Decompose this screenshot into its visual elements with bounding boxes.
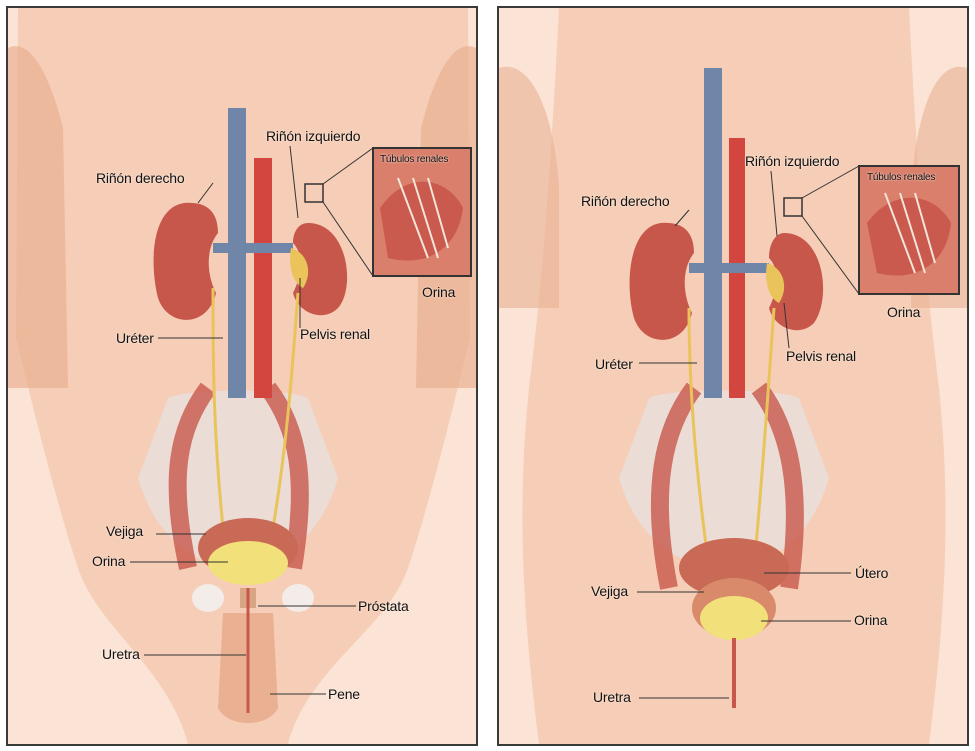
male-label-penis: Pene [328,686,360,702]
female-label-renal-pelvis: Pelvis renal [786,348,856,364]
male-label-renal-pelvis: Pelvis renal [300,326,370,342]
female-renal-vein [689,263,769,273]
male-label-urethra: Uretra [102,646,140,662]
male-right-kidney [154,203,218,320]
female-label-uterus: Útero [855,565,888,581]
male-label-left-kidney: Riñón izquierdo [266,128,360,144]
female-urinary-panel: Riñón izquierdo Riñón derecho Túbulos re… [497,6,969,746]
male-aorta [254,158,272,398]
male-anatomy-illustration [8,8,476,744]
male-urinary-panel: Riñón izquierdo Riñón derecho Túbulos re… [6,6,478,746]
male-label-urine-top: Orina [422,284,455,300]
male-femur-head-right [282,584,314,612]
female-urine [700,596,768,640]
male-urine [208,541,288,585]
female-label-bladder: Vejiga [591,583,628,599]
female-right-kidney [630,223,694,340]
female-label-urine-top: Orina [887,304,920,320]
female-label-urethra: Uretra [593,689,631,705]
male-femur-head-left [192,584,224,612]
female-label-urine: Orina [854,612,887,628]
male-label-ureter: Uréter [116,330,154,346]
male-label-urine: Orina [92,553,125,569]
female-label-right-kidney: Riñón derecho [581,193,669,209]
male-label-prostate: Próstata [358,598,409,614]
female-label-renal-tubules: Túbulos renales [867,172,935,183]
female-vena-cava [704,68,722,398]
male-label-renal-tubules: Túbulos renales [380,154,448,165]
male-renal-vein [213,243,293,253]
female-label-ureter: Uréter [595,356,633,372]
male-label-right-kidney: Riñón derecho [96,170,184,186]
female-label-left-kidney: Riñón izquierdo [745,153,839,169]
female-arm-left [499,67,559,308]
female-anatomy-illustration [499,8,967,744]
male-label-bladder: Vejiga [106,523,143,539]
